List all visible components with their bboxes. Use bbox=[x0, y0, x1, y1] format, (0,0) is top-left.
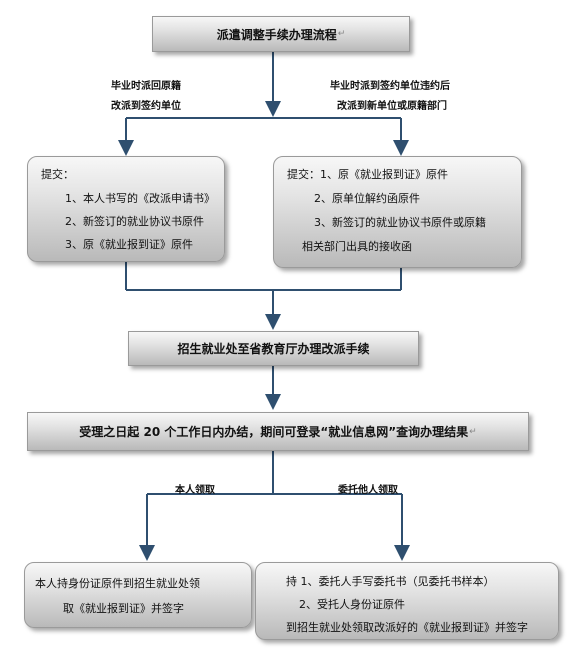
accept-step-text: 受理之日起 20 个工作日内办结，期间可登录“就业信息网”查询办理结果 bbox=[79, 425, 469, 439]
left-condition-line2: 改派到签约单位 bbox=[111, 101, 181, 112]
right-submit-line-1: 提交：1、原《就业报到证》原件 bbox=[287, 168, 448, 181]
right-submit-line-2: 2、原单位解约函原件 bbox=[314, 192, 420, 205]
process-step-box: 招生就业处至省教育厅办理改派手续 bbox=[128, 331, 419, 366]
title-text: 派遣调整手续办理流程 bbox=[216, 27, 337, 42]
left-submit-item-2: 2、新签订的就业协议书原件 bbox=[65, 215, 204, 228]
left-submit-item-1: 1、本人书写的《改派申请书》 bbox=[65, 192, 215, 205]
right-submit-line-3: 3、新签订的就业协议书原件或原籍 bbox=[314, 216, 486, 229]
self-pickup-box: 本人持身份证原件到招生就业处领 取《就业报到证》并签字 bbox=[24, 562, 252, 628]
agent-pickup-box: 持 1、委托人手写委托书（见委托书样本） 2、受托人身份证原件 到招生就业处领取… bbox=[255, 562, 559, 640]
agent-pickup-line-1: 持 1、委托人手写委托书（见委托书样本） bbox=[286, 575, 495, 588]
self-pickup-line-2: 取《就业报到证》并签字 bbox=[63, 602, 184, 615]
right-submit-line-4: 相关部门出具的接收函 bbox=[302, 240, 412, 253]
process-step-text: 招生就业处至省教育厅办理改派手续 bbox=[177, 342, 370, 356]
left-submit-box: 提交： 1、本人书写的《改派申请书》 2、新签订的就业协议书原件 3、原《就业报… bbox=[27, 156, 225, 262]
left-submit-head: 提交： bbox=[41, 168, 74, 181]
self-pickup-label: 本人领取 bbox=[175, 485, 215, 496]
title-box: 派遣调整手续办理流程↵ bbox=[152, 16, 410, 52]
right-submit-box: 提交：1、原《就业报到证》原件 2、原单位解约函原件 3、新签订的就业协议书原件… bbox=[273, 156, 522, 268]
accept-step-box: 受理之日起 20 个工作日内办结，期间可登录“就业信息网”查询办理结果↵ bbox=[27, 412, 529, 451]
left-condition-line1: 毕业时派回原籍 bbox=[111, 81, 181, 92]
right-condition-line1: 毕业时派到签约单位违约后 bbox=[330, 81, 450, 92]
left-submit-item-3: 3、原《就业报到证》原件 bbox=[65, 238, 193, 251]
self-pickup-line-1: 本人持身份证原件到招生就业处领 bbox=[35, 577, 200, 590]
right-condition-line2: 改派到新单位或原籍部门 bbox=[337, 101, 447, 112]
agent-pickup-label: 委托他人领取 bbox=[338, 485, 398, 496]
agent-pickup-line-3: 到招生就业处领取改派好的《就业报到证》并签字 bbox=[286, 621, 528, 634]
agent-pickup-line-2: 2、受托人身份证原件 bbox=[299, 598, 405, 611]
